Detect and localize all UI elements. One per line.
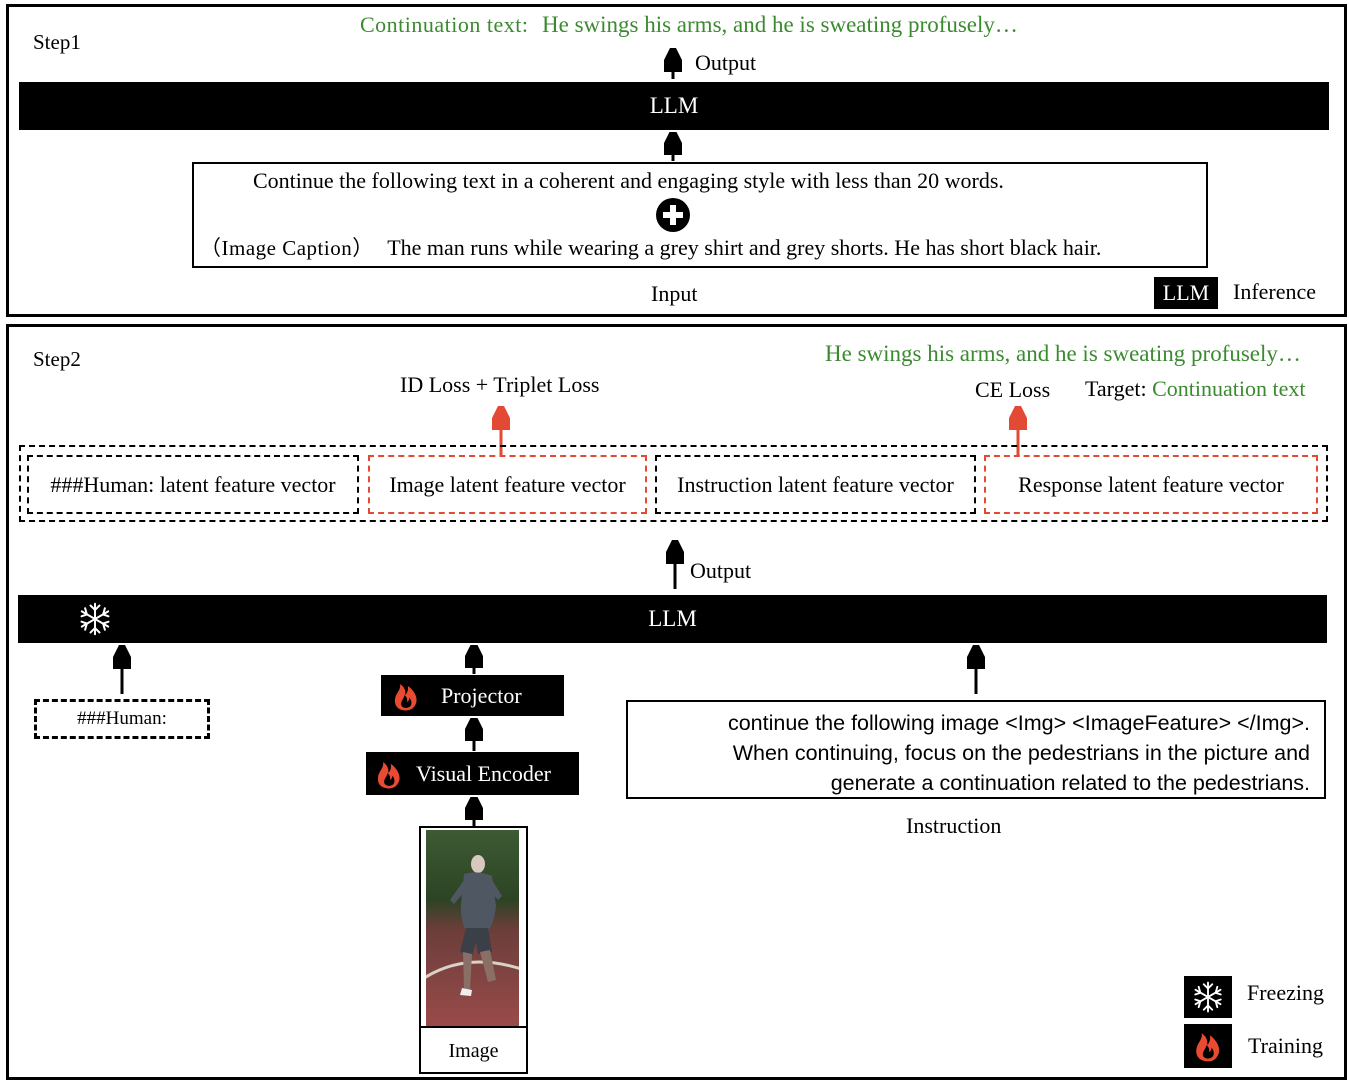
step1-legend-llm-badge: LLM [1154,277,1218,309]
step1-legend-inference: Inference [1233,279,1317,304]
step1-output-label: Output [695,50,757,75]
continuation-prefix: Continuation text: [360,12,529,37]
step1-caption-line: （Image Caption） The man runs while weari… [200,232,1101,262]
continuation-value: He swings his arms, and he is sweating p… [542,12,1018,37]
instruction-line-3: generate a continuation related to the p… [830,771,1310,795]
plus-circle-icon [656,198,690,232]
token-human: ###Human: latent feature vector [27,455,359,514]
step1-label: Step1 [33,30,81,54]
visual-encoder-block: Visual Encoder [366,752,579,795]
legend-llm-text: LLM [1162,280,1210,305]
human-to-llm-arrow [113,645,131,694]
ce-loss-arrow [1009,406,1027,455]
step1-prompt-text: Continue the following text in a coheren… [253,168,1004,193]
id-loss-arrow [492,406,510,455]
step2-panel [6,324,1347,1080]
target-line: Target: Continuation text [1085,376,1305,402]
image-to-encoder-arrow [465,797,483,826]
step1-input-box [192,162,1208,268]
step1-output-arrow [664,48,682,79]
pedestrian-image [426,830,519,1028]
legend-training-label: Training [1248,1033,1323,1058]
legend-freezing-swatch [1184,976,1232,1018]
token-image: Image latent feature vector [368,455,647,514]
step2-output-label: Output [690,558,752,583]
projector-label: Projector [441,682,522,708]
instruction-line-2: When continuing, focus on the pedestrian… [732,741,1310,765]
ce-loss-label: CE Loss [975,377,1051,402]
flame-icon [372,757,406,791]
step1-llm-bar: LLM [19,82,1329,130]
step1-continuation-text: Continuation text: He swings his arms, a… [360,12,1018,38]
snowflake-icon [1191,980,1225,1014]
step2-label: Step2 [33,347,81,371]
target-value: Continuation text [1152,376,1306,401]
step2-llm-bar: LLM [18,595,1327,643]
instruction-to-llm-arrow [967,645,985,694]
step2-target-text: He swings his arms, and he is sweating p… [825,341,1301,366]
token-response: Response latent feature vector [984,455,1318,514]
step1-panel [6,4,1347,317]
caption-text: The man runs while wearing a grey shirt … [387,235,1102,260]
target-prefix: Target: [1085,376,1147,401]
human-token-box: ###Human: [34,699,210,739]
id-loss-label: ID Loss + Triplet Loss [400,372,600,397]
token-sequence-box [19,445,1328,522]
flame-icon [1190,1028,1226,1064]
projector-to-llm-arrow [465,645,483,674]
step1-input-arrow [664,132,682,161]
visual-encoder-label: Visual Encoder [416,760,551,786]
image-label: Image [419,1026,528,1074]
step1-input-label: Input [651,281,698,306]
encoder-to-projector-arrow [465,718,483,751]
caption-tag: （Image Caption） [200,236,374,260]
token-instruction: Instruction latent feature vector [655,455,976,514]
flame-icon [389,679,423,713]
instruction-label: Instruction [906,813,1002,838]
snowflake-icon [77,601,113,637]
legend-training-swatch [1184,1024,1232,1068]
legend-freezing-label: Freezing [1247,980,1324,1005]
instruction-box: continue the following image <Img> <Imag… [626,700,1326,799]
projector-block: Projector [381,675,564,716]
instruction-line-1: continue the following image <Img> <Imag… [727,711,1310,735]
step2-output-arrow [666,540,684,589]
